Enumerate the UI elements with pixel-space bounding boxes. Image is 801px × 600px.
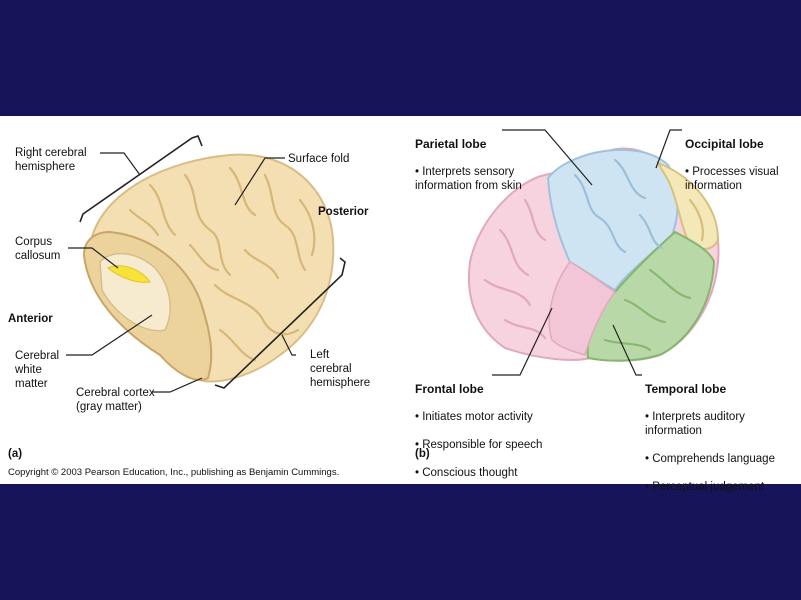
brain-b bbox=[468, 147, 720, 362]
frontal-lobe-bullet: • Conscious thought bbox=[415, 467, 518, 479]
occipital-lobe-bullet: • Processes visual information bbox=[685, 166, 779, 192]
parietal-lobe-callout: Parietal lobe • Interprets sensory infor… bbox=[415, 123, 522, 207]
occipital-lobe-callout: Occipital lobe • Processes visual inform… bbox=[685, 123, 779, 207]
temporal-lobe-title: Temporal lobe bbox=[645, 382, 727, 396]
label-surface-fold: Surface fold bbox=[288, 153, 350, 165]
parietal-lobe-title: Parietal lobe bbox=[415, 137, 487, 151]
panel-b-label: (b) bbox=[415, 448, 430, 460]
label-posterior: Posterior bbox=[318, 206, 369, 218]
label-left-cerebral-hemisphere: Left cerebral hemisphere bbox=[310, 349, 371, 389]
frontal-lobe-callout: Frontal lobe • Initiates motor activity … bbox=[415, 368, 542, 494]
label-right-cerebral-hemisphere: Right cerebral hemisphere bbox=[15, 147, 87, 173]
temporal-lobe-bullet: • Interprets auditory information bbox=[645, 411, 745, 437]
label-cerebral-cortex: Cerebral cortex (gray matter) bbox=[76, 387, 155, 413]
parietal-lobe-bullet: • Interprets sensory information from sk… bbox=[415, 166, 522, 192]
label-cerebral-white-matter: Cerebral white matter bbox=[15, 350, 60, 390]
occipital-lobe-title: Occipital lobe bbox=[685, 137, 764, 151]
copyright-notice: Copyright © 2003 Pearson Education, Inc.… bbox=[8, 467, 340, 478]
temporal-lobe-callout: Temporal lobe • Interprets auditory info… bbox=[645, 368, 775, 508]
panel-a-label: (a) bbox=[8, 448, 23, 460]
frontal-lobe-bullet: • Initiates motor activity bbox=[415, 411, 533, 423]
temporal-lobe-bullet: • Perceptual judgement bbox=[645, 481, 765, 493]
brain-a bbox=[82, 153, 335, 383]
frontal-lobe-title: Frontal lobe bbox=[415, 382, 484, 396]
label-corpus-callosum: Corpus callosum bbox=[15, 236, 61, 262]
frontal-lobe-bullet: • Responsible for speech bbox=[415, 439, 543, 451]
label-anterior: Anterior bbox=[8, 313, 53, 325]
temporal-lobe-bullet: • Comprehends language bbox=[645, 453, 775, 465]
